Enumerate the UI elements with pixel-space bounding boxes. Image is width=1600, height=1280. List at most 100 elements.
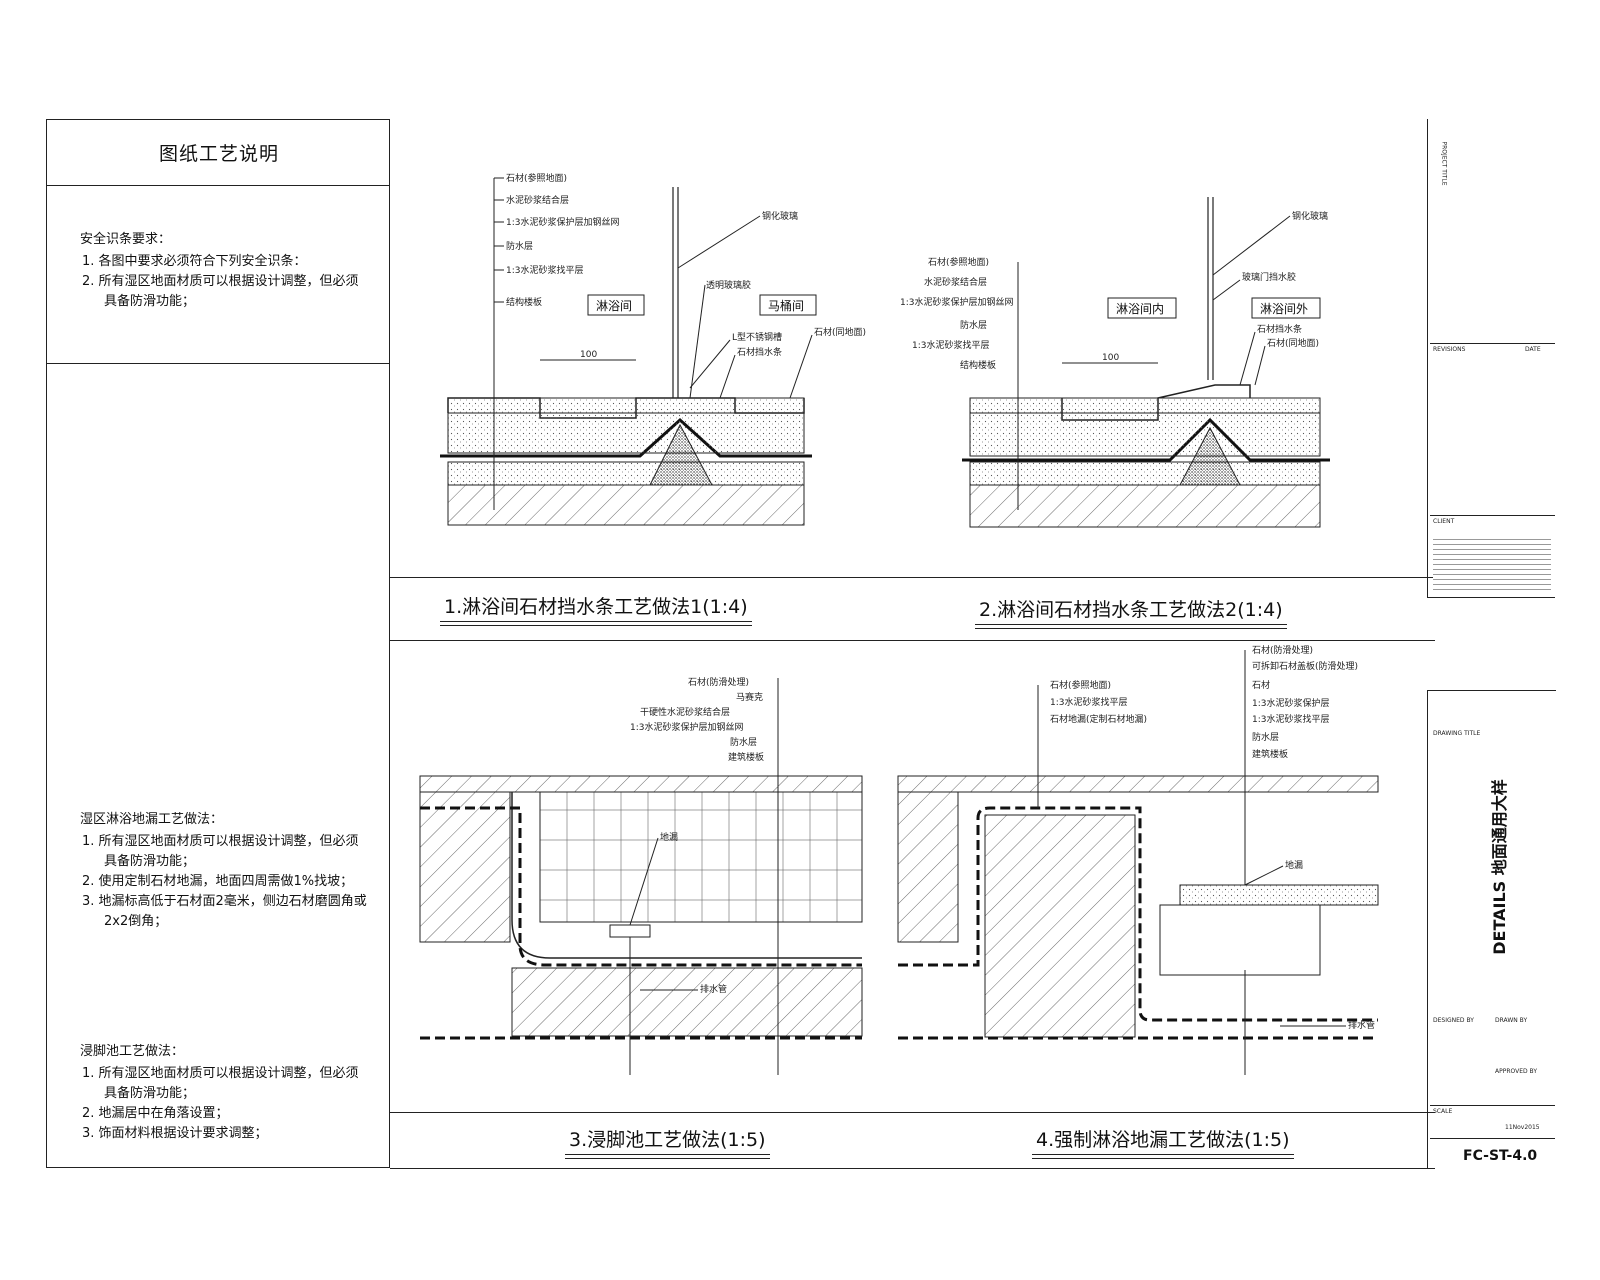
d4-top-slab bbox=[897, 775, 1379, 793]
foot-pool-item: 3. 饰面材料根据设计要求调整； bbox=[82, 1126, 268, 1141]
d3-label: 防水层 bbox=[730, 736, 757, 748]
tb-client-line bbox=[1430, 515, 1555, 516]
d2-structure-slab bbox=[969, 484, 1321, 528]
safety-notes: 安全识条要求： 1. 各图中要求必须符合下列安全识条： 2. 所有湿区地面材质可… bbox=[80, 230, 370, 312]
d1-screed-upper bbox=[447, 412, 805, 454]
safety-item: 1. 各图中要求必须符合下列安全识条： bbox=[82, 254, 307, 269]
d2-label-left: 1:3水泥砂浆保护层加钢丝网 bbox=[900, 296, 1014, 308]
tb-revisions: REVISIONS bbox=[1433, 346, 1466, 353]
tb-drawing-title: DETAILS 地面通用大样 bbox=[1490, 779, 1509, 955]
d3-base-slab bbox=[511, 967, 863, 1037]
notes-section-divider bbox=[46, 363, 390, 364]
d4-label-left: 石材地漏(定制石材地漏) bbox=[1050, 713, 1147, 725]
d1-label-right: 石材(同地面) bbox=[814, 326, 866, 338]
d3-drain-label: 地漏 bbox=[660, 831, 678, 843]
d4-label-right: 防水层 bbox=[1252, 731, 1279, 743]
d2-box-left-label: 淋浴间内 bbox=[1116, 302, 1164, 316]
d1-label-left: 石材(参照地面) bbox=[506, 172, 567, 184]
panel-divider bbox=[390, 640, 1435, 641]
d1-label-left: 1:3水泥砂浆找平层 bbox=[506, 264, 584, 276]
notes-panel bbox=[46, 119, 390, 1168]
d4-stone-cover bbox=[1179, 884, 1379, 906]
foot-pool-heading: 浸脚池工艺做法： bbox=[80, 1044, 185, 1059]
d3-label: 石材(防滑处理) bbox=[688, 676, 749, 688]
d1-box-right bbox=[759, 294, 817, 316]
d3-label: 马赛克 bbox=[736, 691, 763, 703]
d3-label: 1:3水泥砂浆保护层加钢丝网 bbox=[630, 721, 744, 733]
d3-waterproof bbox=[420, 806, 862, 967]
detail-2-drawing: 石材(参照地面) 水泥砂浆结合层 1:3水泥砂浆保护层加钢丝网 防水层 1:3水… bbox=[900, 197, 1330, 528]
notes-title: 图纸工艺说明 bbox=[158, 142, 279, 165]
d4-drain-box bbox=[1159, 904, 1321, 976]
floor-drain-heading: 湿区淋浴地漏工艺做法： bbox=[80, 812, 224, 827]
d1-box-left bbox=[587, 294, 645, 316]
d2-label-right: 钢化玻璃 bbox=[1292, 210, 1328, 222]
tb-sheet-number: FC-ST-4.0 bbox=[1463, 1148, 1538, 1164]
d2-label-left: 1:3水泥砂浆找平层 bbox=[912, 339, 990, 351]
d2-label-right: 石材(同地面) bbox=[1267, 337, 1319, 349]
d2-label-left: 石材(参照地面) bbox=[928, 256, 989, 268]
d4-waterproof bbox=[898, 806, 1378, 1022]
d4-drain-label: 地漏 bbox=[1285, 859, 1303, 871]
d1-structure-slab bbox=[447, 484, 805, 526]
d2-stone-top bbox=[969, 397, 1321, 414]
d1-stone-top bbox=[447, 397, 805, 414]
tb-date: 11Nov2015 bbox=[1505, 1124, 1540, 1131]
d2-label-left: 结构楼板 bbox=[960, 359, 996, 371]
d4-label-right: 石材(防滑处理) bbox=[1252, 644, 1313, 656]
d1-leader-ticks bbox=[494, 177, 504, 303]
floor-drain-item: 2. 使用定制石材地漏，地面四周需做1%找坡； bbox=[82, 874, 354, 889]
d4-core bbox=[984, 814, 1136, 1038]
d1-dim: 100 bbox=[580, 350, 597, 360]
floor-drain-item: 1. 所有湿区地面材质可以根据设计调整，但必须具备防滑功能； bbox=[82, 834, 359, 869]
tb-drawn-by: DRAWN BY bbox=[1495, 1017, 1528, 1024]
tb-approved-by: APPROVED BY bbox=[1495, 1068, 1538, 1075]
foot-pool-notes: 浸脚池工艺做法： 1. 所有湿区地面材质可以根据设计调整，但必须具备防滑功能； … bbox=[80, 1042, 370, 1144]
safety-heading: 安全识条要求： bbox=[80, 232, 172, 247]
d1-label-right: L型不锈钢槽 bbox=[732, 331, 782, 343]
d3-rim-slab bbox=[419, 775, 863, 793]
d2-box-left bbox=[1107, 297, 1177, 319]
d4-label-right: 1:3水泥砂浆保护层 bbox=[1252, 697, 1330, 709]
d4-label-left: 1:3水泥砂浆找平层 bbox=[1050, 696, 1128, 708]
detail-3-drawing: 地漏 排水管 石材(防滑处理) 马赛克 干硬性水泥砂浆结合层 1:3水泥砂浆保护… bbox=[419, 676, 863, 1075]
d2-dim: 100 bbox=[1102, 353, 1119, 363]
detail-4-drawing: 地漏 排水管 石材(参照地面) 1:3水泥砂浆找平层 石材地漏(定制石材地漏) … bbox=[897, 644, 1379, 1075]
d2-screed-lower bbox=[969, 461, 1321, 486]
d4-label-right: 1:3水泥砂浆找平层 bbox=[1252, 713, 1330, 725]
d1-label-right: 透明玻璃胶 bbox=[706, 279, 751, 291]
detail-3-caption: 3.浸脚池工艺做法(1:5) bbox=[565, 1125, 770, 1159]
tb-drawing-title-label: DRAWING TITLE bbox=[1433, 730, 1481, 737]
floor-drain-item: 3. 地漏标高低于石材面2毫米，侧边石材磨圆角或2x2倒角； bbox=[82, 894, 367, 929]
d2-box-right-label: 淋浴间外 bbox=[1260, 302, 1308, 316]
d1-label-left: 水泥砂浆结合层 bbox=[506, 194, 569, 206]
tb-fine-print bbox=[1433, 537, 1551, 592]
d4-label-right: 石材 bbox=[1252, 679, 1270, 691]
tb-designed-by: DESIGNED BY bbox=[1433, 1017, 1474, 1024]
d1-screed-lower bbox=[447, 461, 805, 486]
title-block-lower bbox=[1427, 690, 1556, 1169]
d1-label-left: 防水层 bbox=[506, 240, 533, 252]
tb-sheet-line bbox=[1430, 1138, 1555, 1139]
d3-label: 建筑楼板 bbox=[728, 751, 764, 763]
d3-pool-tiles bbox=[539, 791, 863, 923]
safety-item: 2. 所有湿区地面材质可以根据设计调整，但必须具备防滑功能； bbox=[82, 274, 359, 309]
foot-pool-item: 1. 所有湿区地面材质可以根据设计调整，但必须具备防滑功能； bbox=[82, 1066, 359, 1101]
d2-threshold-mound bbox=[1179, 426, 1241, 486]
title-block-upper bbox=[1427, 119, 1556, 597]
notes-title-divider bbox=[46, 185, 390, 186]
d1-box-right-label: 马桶间 bbox=[768, 298, 804, 313]
d2-label-left: 防水层 bbox=[960, 319, 987, 331]
d2-label-right: 石材挡水条 bbox=[1257, 323, 1302, 335]
d2-box-right bbox=[1251, 297, 1321, 319]
tb-upper-bottom bbox=[1427, 597, 1555, 598]
d4-label-right: 可拆卸石材盖板(防滑处理) bbox=[1252, 660, 1358, 672]
d1-threshold-mound bbox=[649, 423, 713, 486]
d2-label-right: 玻璃门挡水胶 bbox=[1242, 271, 1296, 283]
caption-band-top-1 bbox=[390, 577, 1435, 578]
d3-pipe-label: 排水管 bbox=[700, 983, 727, 995]
d1-label-left: 结构楼板 bbox=[506, 296, 542, 308]
tb-scale: SCALE bbox=[1433, 1108, 1453, 1115]
d4-pipe-label: 排水管 bbox=[1348, 1019, 1375, 1031]
